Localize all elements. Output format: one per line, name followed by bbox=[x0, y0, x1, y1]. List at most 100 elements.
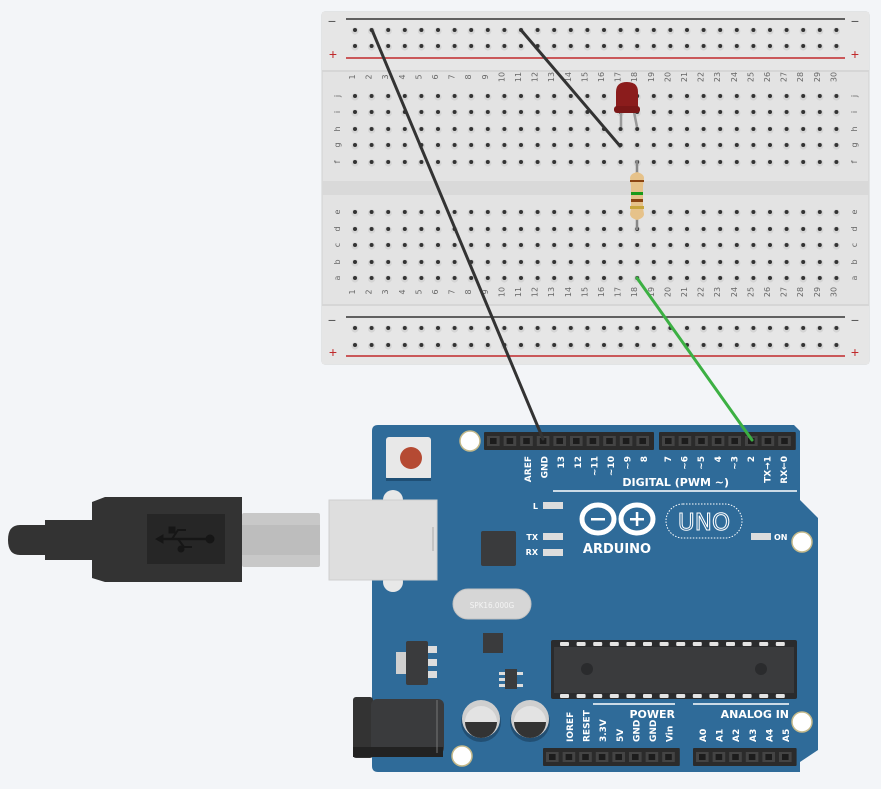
hole-j30[interactable] bbox=[832, 93, 841, 101]
hole-a21[interactable] bbox=[683, 275, 691, 283]
hole-j28[interactable] bbox=[799, 93, 807, 101]
hole-c5[interactable] bbox=[417, 242, 425, 250]
digital-header-left[interactable] bbox=[484, 432, 654, 450]
rail-hole[interactable] bbox=[583, 27, 592, 35]
rail-hole[interactable] bbox=[550, 325, 558, 333]
hole-d26[interactable] bbox=[766, 226, 774, 234]
rail-hole[interactable] bbox=[467, 27, 475, 35]
hole-d6[interactable] bbox=[434, 226, 442, 234]
hole-h19[interactable] bbox=[650, 126, 658, 134]
hole-h3[interactable] bbox=[384, 126, 392, 134]
hole-i25[interactable] bbox=[749, 109, 758, 117]
hole-i7[interactable] bbox=[451, 109, 459, 117]
header-pin[interactable] bbox=[778, 436, 791, 446]
rail-hole[interactable] bbox=[534, 27, 542, 35]
hole-f19[interactable] bbox=[650, 159, 658, 167]
rail-hole[interactable] bbox=[417, 27, 425, 35]
hole-f16[interactable] bbox=[600, 159, 608, 167]
hole-f17[interactable] bbox=[617, 159, 625, 167]
hole-c1[interactable] bbox=[351, 242, 359, 250]
led-cathode-wire[interactable] bbox=[519, 28, 622, 148]
header-pin[interactable] bbox=[612, 752, 625, 762]
hole-c6[interactable] bbox=[434, 242, 442, 250]
rail-hole[interactable] bbox=[351, 43, 359, 51]
rail-hole[interactable] bbox=[749, 325, 758, 333]
hole-c27[interactable] bbox=[783, 242, 791, 250]
rail-hole[interactable] bbox=[434, 325, 442, 333]
hole-e10[interactable] bbox=[500, 209, 508, 217]
hole-f30[interactable] bbox=[832, 159, 841, 167]
hole-i9[interactable] bbox=[484, 109, 492, 117]
rail-hole[interactable] bbox=[600, 43, 608, 51]
hole-b29[interactable] bbox=[816, 259, 824, 267]
digital-header-right[interactable] bbox=[659, 432, 796, 450]
rail-hole[interactable] bbox=[666, 43, 675, 51]
hole-a17[interactable] bbox=[617, 275, 625, 283]
hole-d20[interactable] bbox=[666, 226, 675, 234]
hole-e13[interactable] bbox=[550, 209, 558, 217]
rail-hole[interactable] bbox=[534, 342, 542, 350]
hole-d25[interactable] bbox=[749, 226, 758, 234]
hole-j11[interactable] bbox=[517, 93, 525, 101]
rail-hole[interactable] bbox=[384, 43, 392, 51]
hole-a6[interactable] bbox=[434, 275, 442, 283]
hole-g4[interactable] bbox=[401, 142, 409, 150]
rail-hole[interactable] bbox=[484, 342, 492, 350]
hole-d10[interactable] bbox=[500, 226, 508, 234]
hole-i24[interactable] bbox=[733, 109, 741, 117]
hole-f20[interactable] bbox=[666, 159, 675, 167]
rail-hole[interactable] bbox=[467, 342, 475, 350]
hole-i11[interactable] bbox=[517, 109, 525, 117]
hole-b26[interactable] bbox=[766, 259, 774, 267]
hole-b11[interactable] bbox=[517, 259, 525, 267]
hole-e25[interactable] bbox=[749, 209, 758, 217]
hole-j4[interactable] bbox=[401, 93, 409, 101]
hole-b28[interactable] bbox=[799, 259, 807, 267]
hole-c3[interactable] bbox=[384, 242, 392, 250]
usb-b-port[interactable] bbox=[328, 499, 438, 581]
hole-g20[interactable] bbox=[666, 142, 675, 150]
rail-hole[interactable] bbox=[600, 342, 608, 350]
header-pin[interactable] bbox=[779, 752, 792, 762]
rail-hole[interactable] bbox=[832, 27, 841, 35]
hole-d9[interactable] bbox=[484, 226, 492, 234]
hole-b17[interactable] bbox=[617, 259, 625, 267]
hole-d23[interactable] bbox=[716, 226, 724, 234]
rail-hole[interactable] bbox=[766, 43, 774, 51]
hole-j7[interactable] bbox=[451, 93, 459, 101]
hole-j14[interactable] bbox=[567, 93, 575, 101]
rail-hole[interactable] bbox=[783, 43, 791, 51]
rail-hole[interactable] bbox=[749, 27, 758, 35]
rail-hole[interactable] bbox=[484, 325, 492, 333]
rail-hole[interactable] bbox=[733, 325, 741, 333]
hole-h15[interactable] bbox=[583, 126, 592, 134]
rail-hole[interactable] bbox=[633, 325, 641, 333]
hole-i12[interactable] bbox=[534, 109, 542, 117]
hole-b1[interactable] bbox=[351, 259, 359, 267]
rail-hole[interactable] bbox=[517, 342, 525, 350]
hole-e23[interactable] bbox=[716, 209, 724, 217]
hole-j25[interactable] bbox=[749, 93, 758, 101]
hole-g14[interactable] bbox=[567, 142, 575, 150]
hole-c21[interactable] bbox=[683, 242, 691, 250]
header-pin[interactable] bbox=[586, 436, 600, 446]
hole-b22[interactable] bbox=[700, 259, 708, 267]
hole-g12[interactable] bbox=[534, 142, 542, 150]
rail-hole[interactable] bbox=[816, 325, 824, 333]
hole-a19[interactable] bbox=[650, 275, 658, 283]
rail-hole[interactable] bbox=[417, 325, 425, 333]
hole-g8[interactable] bbox=[467, 142, 475, 150]
hole-d14[interactable] bbox=[567, 226, 575, 234]
rail-hole[interactable] bbox=[666, 27, 675, 35]
rail-hole[interactable] bbox=[384, 27, 392, 35]
hole-j27[interactable] bbox=[783, 93, 791, 101]
hole-f24[interactable] bbox=[733, 159, 741, 167]
led[interactable] bbox=[614, 82, 640, 128]
hole-c19[interactable] bbox=[650, 242, 658, 250]
rail-hole[interactable] bbox=[749, 342, 758, 350]
rail-hole[interactable] bbox=[716, 43, 724, 51]
hole-i6[interactable] bbox=[434, 109, 442, 117]
hole-b20[interactable] bbox=[666, 259, 675, 267]
hole-e9[interactable] bbox=[484, 209, 492, 217]
